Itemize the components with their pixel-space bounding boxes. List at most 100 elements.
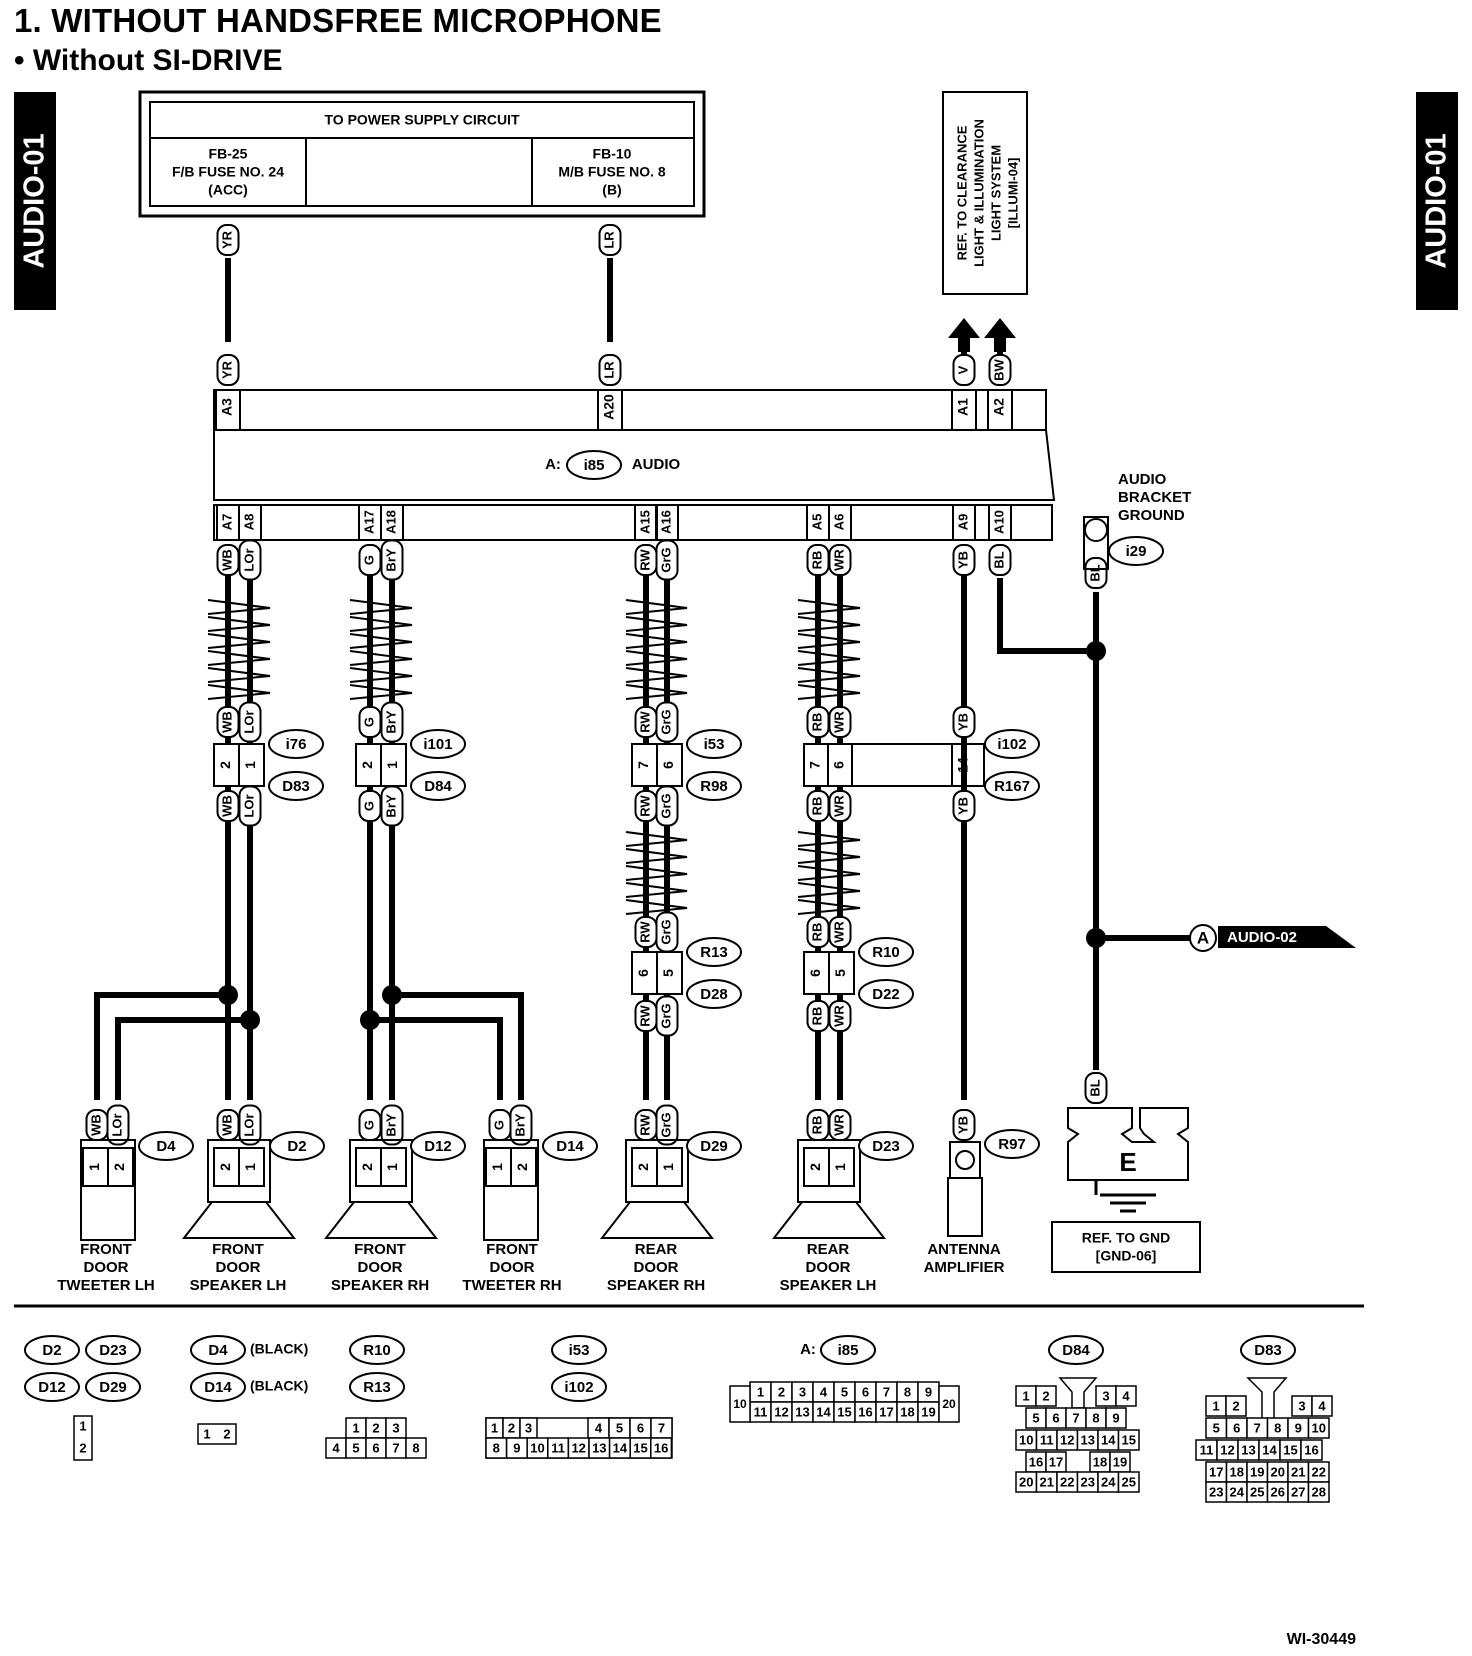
- wire-color-label: YR: [219, 360, 234, 379]
- pin-number: 1: [352, 1420, 359, 1435]
- pin-number: 6: [1052, 1410, 1059, 1425]
- wire-color-label: G: [361, 717, 376, 727]
- audio-unit-body: [213, 429, 1056, 501]
- pin-number: 1: [489, 1163, 505, 1171]
- wire-color-tag: [828, 706, 852, 738]
- pin-number: 1: [86, 1163, 102, 1171]
- pin-number: 2: [359, 761, 375, 769]
- wire-color-label: GrG: [658, 793, 673, 818]
- connector-id-oval: [686, 771, 742, 801]
- pin-number: 3: [799, 1384, 806, 1399]
- connector-id-label: i53: [704, 736, 725, 753]
- tweeter-body: [483, 1139, 539, 1241]
- connector-id-oval: [1048, 1335, 1104, 1365]
- connector-id-label: D2: [42, 1342, 61, 1359]
- pin-number: 7: [883, 1384, 890, 1399]
- pin-number: 8: [493, 1440, 500, 1455]
- pin-number: 1: [242, 761, 258, 769]
- pin-number: 2: [111, 1163, 127, 1171]
- speaker-cone: [771, 1201, 887, 1239]
- pin-number: 23: [1081, 1474, 1095, 1489]
- pin-number: 2: [1042, 1388, 1049, 1403]
- pin-number: 22: [1060, 1474, 1074, 1489]
- wire-color-tag: [380, 701, 404, 743]
- figure-id: WI-30449: [1287, 1631, 1356, 1648]
- pin-number: 5: [1213, 1420, 1220, 1435]
- pin-number: 18: [1230, 1464, 1244, 1479]
- legend-connector-d2: [73, 1415, 93, 1461]
- pin-number: 5: [352, 1440, 359, 1455]
- wire-color-tag: [238, 539, 262, 581]
- audio02-label: AUDIO-02: [1227, 929, 1297, 946]
- wire-color-tag: [828, 916, 852, 948]
- pin-number: 17: [879, 1404, 893, 1419]
- pin-number: 6: [807, 969, 823, 977]
- pin-id: A6: [831, 514, 846, 531]
- connector-id-oval: [1240, 1335, 1296, 1365]
- wire-color-label: RW: [637, 1114, 652, 1136]
- wire-color-tag: [238, 1104, 262, 1146]
- pin-cell: [1115, 1385, 1137, 1407]
- pin-number: 2: [514, 1163, 530, 1171]
- audio-pin-strip-top: [213, 389, 1047, 431]
- pin-cell: [1105, 1407, 1127, 1429]
- pin-number: 11: [551, 1440, 565, 1455]
- pin-number: 13: [795, 1404, 809, 1419]
- pin-number: 1: [832, 1163, 848, 1171]
- legend-connector-d84: [1035, 1385, 1057, 1407]
- twisted-pair-mark: [349, 633, 413, 649]
- pin-number: 6: [1233, 1420, 1240, 1435]
- legend-note: (BLACK): [250, 1341, 308, 1357]
- twisted-pair-mark: [207, 684, 271, 700]
- twisted-pair-mark: [207, 599, 271, 615]
- pin-number: 1: [1212, 1398, 1219, 1413]
- connector-id-label: D29: [99, 1379, 127, 1396]
- ground-label: GROUND: [1118, 507, 1185, 524]
- connector-id-label: D14: [204, 1379, 232, 1396]
- pin-number: 2: [223, 1426, 230, 1441]
- pin-number: 15: [1283, 1442, 1297, 1457]
- pin-number: 12: [1060, 1432, 1074, 1447]
- pin-id: A17: [361, 510, 376, 534]
- connector-id-oval: [686, 729, 742, 759]
- illumination-ref-box: [942, 91, 1028, 295]
- pin-number: 10: [1019, 1432, 1033, 1447]
- twisted-pair-mark: [797, 848, 861, 864]
- wire-color-label: BL: [1087, 1079, 1102, 1096]
- pin-number: 13: [1081, 1432, 1095, 1447]
- ground-label: AUDIO: [1118, 471, 1167, 488]
- legend-note: (BLACK): [250, 1378, 308, 1394]
- pin-number: 5: [841, 1384, 848, 1399]
- pin-number: 15: [1122, 1432, 1136, 1447]
- wire-color-label: GrG: [658, 709, 673, 734]
- wire-color-label: RB: [809, 1007, 824, 1026]
- ground-symbol: E: [1119, 1147, 1136, 1177]
- pin-id: A10: [991, 510, 1006, 534]
- wire-color-tag: [828, 790, 852, 822]
- wire-color-tag: [380, 1104, 404, 1146]
- tweeter-body: [80, 1139, 136, 1241]
- pin-number: 5: [832, 969, 848, 977]
- wire-color-tag: [509, 1104, 533, 1146]
- wire-color-label: WR: [831, 1005, 846, 1027]
- connector-id-label: D84: [424, 778, 452, 795]
- twisted-pair-mark: [625, 848, 688, 864]
- wire-tweeter-rh-2: [370, 1017, 503, 1100]
- pin-number: 2: [372, 1420, 379, 1435]
- gnd-ref-box: [1051, 1221, 1201, 1273]
- pin-number: 16: [1029, 1454, 1043, 1469]
- illumination-ref-label: [ILLUMI-04]: [1005, 158, 1020, 229]
- pin-number: 1: [242, 1163, 258, 1171]
- twisted-pair-mark: [625, 650, 688, 666]
- wire-color-label: BrY: [383, 710, 398, 733]
- pin-number: 18: [900, 1404, 914, 1419]
- wire-color-label: LOr: [241, 794, 256, 817]
- pin-number: 2: [807, 1163, 823, 1171]
- connector-id-label: i53: [569, 1342, 590, 1359]
- pin-number: 11: [1200, 1442, 1214, 1457]
- pin-number: 6: [637, 1420, 644, 1435]
- wire-color-label: RB: [809, 1116, 824, 1135]
- wire-color-tag: [598, 354, 622, 386]
- component-label: DOOR: [490, 1259, 535, 1276]
- connector-id-label: D4: [156, 1138, 176, 1155]
